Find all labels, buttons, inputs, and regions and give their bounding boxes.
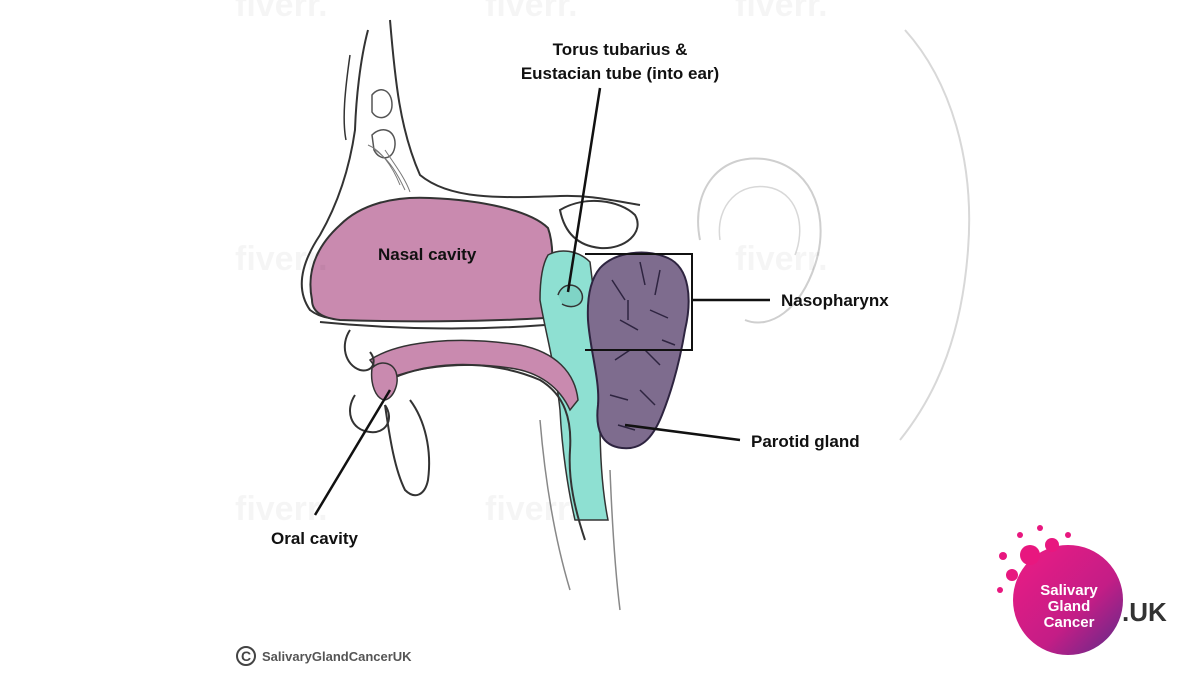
logo-dot xyxy=(999,552,1007,560)
watermark: fiverr. xyxy=(235,490,328,529)
logo-dot xyxy=(1006,569,1018,581)
forehead-outline xyxy=(343,54,351,141)
parotid-lobule-lines xyxy=(609,261,676,431)
ear-outline xyxy=(697,157,822,324)
ear-inner-outline xyxy=(718,185,801,256)
logo-text: Salivary Gland Cancer xyxy=(1028,583,1110,631)
logo-line3: Cancer xyxy=(1043,614,1095,631)
parotid-leader-line xyxy=(624,423,741,442)
watermark: fiverr. xyxy=(235,0,328,25)
nasal-cavity-region xyxy=(309,196,554,323)
watermark: fiverr. xyxy=(735,0,828,25)
logo-line2: Gland xyxy=(1047,598,1091,615)
throat-outline xyxy=(539,419,621,611)
torus-leader-line xyxy=(566,87,602,293)
watermark: fiverr. xyxy=(235,240,328,279)
oral-cavity-label: Oral cavity xyxy=(271,529,358,548)
sinus-outline xyxy=(371,89,396,159)
logo-dot xyxy=(1020,545,1040,565)
tongue-outline xyxy=(379,363,586,541)
oral-cavity-pink xyxy=(370,362,398,401)
torus-label-line2: Eustacian tube (into ear) xyxy=(520,64,720,83)
logo-dot xyxy=(1017,532,1023,538)
logo-suffix: .UK xyxy=(1122,597,1167,627)
logo-dot xyxy=(1065,532,1071,538)
nasopharynx-label: Nasopharynx xyxy=(781,291,889,310)
torus-tubarius-label: Torus tubarius & Eustacian tube (into ea… xyxy=(470,38,770,86)
parotid-gland-label: Parotid gland xyxy=(751,432,860,451)
torus-label-line1: Torus tubarius & xyxy=(552,40,688,59)
logo-dot xyxy=(997,587,1003,593)
face-profile-outline xyxy=(300,29,369,320)
oral-cavity-leader-line xyxy=(313,389,392,516)
lower-jaw-outline xyxy=(384,399,431,497)
lips-outline xyxy=(343,329,390,434)
nasal-turbinate-sketch xyxy=(367,144,411,193)
logo-circle xyxy=(1013,545,1123,655)
torus-opening xyxy=(557,284,584,308)
watermark: fiverr. xyxy=(485,0,578,25)
watermark: fiverr. xyxy=(485,490,578,529)
nasopharynx-bracket xyxy=(585,253,693,351)
logo-dot xyxy=(1045,538,1059,552)
nasal-floor-outline xyxy=(319,321,546,330)
skull-base-outline xyxy=(389,19,641,206)
copyright-text: SalivaryGlandCancerUK xyxy=(262,648,412,664)
nasal-cavity-label: Nasal cavity xyxy=(378,245,477,264)
copyright-icon: C xyxy=(236,646,256,666)
copyright-notice: C SalivaryGlandCancerUK xyxy=(236,646,412,666)
watermark: fiverr. xyxy=(735,240,828,279)
logo-dot xyxy=(1037,525,1043,531)
logo-line1: Salivary xyxy=(1040,582,1098,599)
sphenoid-outline xyxy=(558,199,639,250)
head-back-outline xyxy=(899,29,971,441)
brand-logo: Salivary Gland Cancer .UK xyxy=(992,515,1192,665)
